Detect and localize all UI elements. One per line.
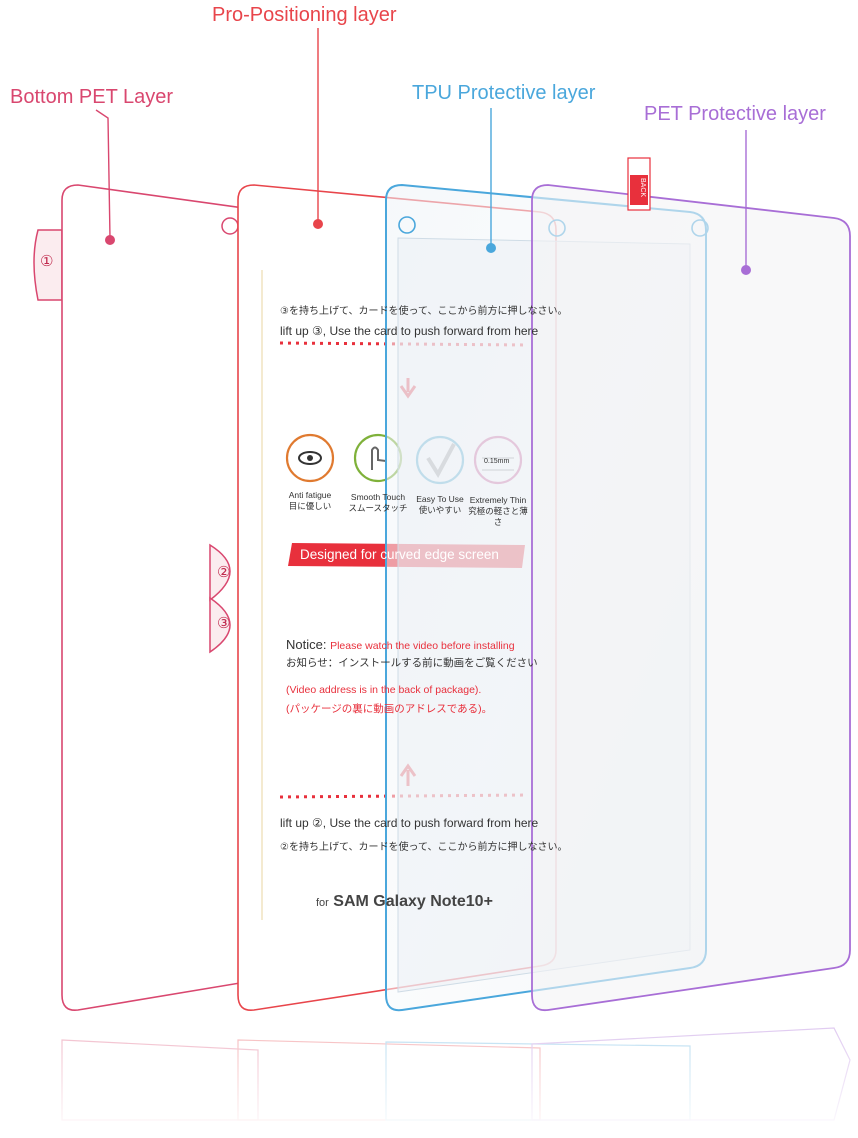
bottom-instruction-jp: ②を持ち上げて、カードを使って、ここから前方に押しなさい。 xyxy=(280,842,568,853)
brand-line: for SAM Galaxy Note10+ xyxy=(316,893,493,911)
step-two: ② xyxy=(217,564,231,581)
pet-protective-label: PET Protective layer xyxy=(644,103,826,125)
pet-protective-marker xyxy=(741,265,751,275)
brand-name: SAM Galaxy Note10+ xyxy=(333,893,493,910)
bottom-pet-sheet xyxy=(33,184,259,1012)
brand-prefix: for xyxy=(316,897,329,909)
notice-en: Please watch the video before installing xyxy=(330,640,515,652)
eye-icon xyxy=(285,433,335,483)
bottom-pet-marker xyxy=(105,235,115,245)
thickness-value: 0.15mm xyxy=(484,458,510,465)
step-three: ③ xyxy=(217,615,231,632)
notice-label: Notice: xyxy=(286,637,327,652)
notice: Notice: Please watch the video before in… xyxy=(286,637,515,652)
tpu-marker xyxy=(486,243,496,253)
bottom-pet-label: Bottom PET Layer xyxy=(10,86,174,108)
pet-protective-sheet xyxy=(531,157,851,1012)
banner-text: Designed for curved edge screen xyxy=(300,547,499,562)
top-instruction-en: lift up ③, Use the card to push forward … xyxy=(280,324,539,338)
notice-jp: お知らせ：インストールする前に動画をご覧ください xyxy=(286,657,538,669)
top-instruction-jp: ③を持ち上げて、カードを使って、ここから前方に押しなさい。 xyxy=(280,306,568,317)
bottom-instruction-en: lift up ②, Use the card to push forward … xyxy=(280,816,539,830)
step-one: ① xyxy=(40,253,54,270)
leader-lines xyxy=(95,28,747,268)
video-en: (Video address is in the back of package… xyxy=(286,684,482,696)
pro-positioning-label: Pro-Positioning layer xyxy=(212,4,397,26)
video-jp: (パッケージの裏に動画のアドレスである)。 xyxy=(286,703,493,715)
pro-positioning-marker xyxy=(313,219,323,229)
tpu-protective-label: TPU Protective layer xyxy=(412,82,596,104)
back-tab-text: BACK xyxy=(639,178,646,198)
